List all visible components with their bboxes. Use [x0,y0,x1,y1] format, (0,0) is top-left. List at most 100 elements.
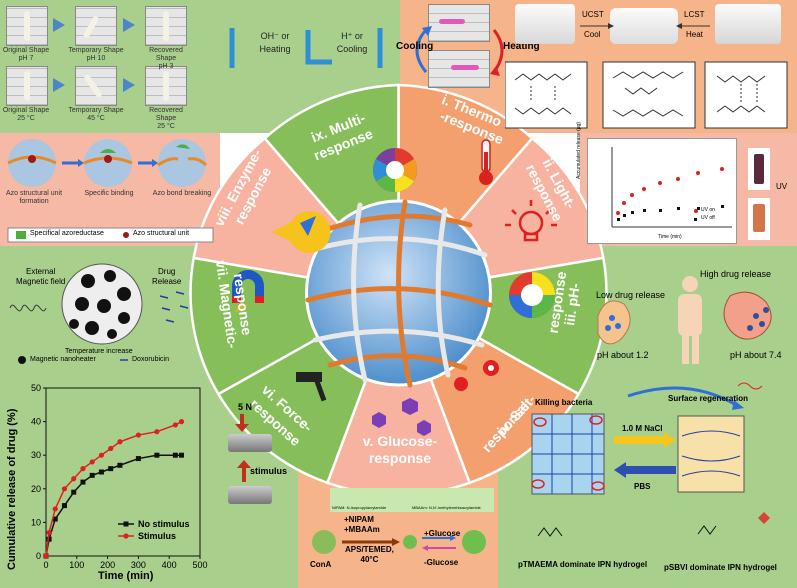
hydrogel-block-3 [715,4,781,44]
lcst-label: LCST [684,10,705,19]
shape-photo-3 [145,6,187,46]
force-device-icon [226,404,278,504]
data-point [98,452,105,458]
light-release-plot: Accumulated release (μg) Time (min) UV o… [576,122,737,244]
enzyme-step-3: Azo bond breaking [152,190,212,197]
data-point [43,553,49,559]
x-tick-label: 400 [162,560,177,570]
y-tick-label: 10 [31,517,41,527]
enzyme-legend-1: Specifical azoreductase [30,230,104,237]
y-tick-label: 0 [36,551,41,561]
shape-photo-6 [145,66,187,106]
legend-marker [123,521,129,527]
hydrogel-block-2 [610,8,678,44]
data-point [172,422,178,428]
hammer-icon [296,372,327,402]
hydrogel-block-1 [515,4,575,44]
legend-label: No stimulus [138,519,190,529]
low-release-label: Low drug release [596,290,666,300]
glucose-reaction-diagram [312,530,486,554]
glucose-hexagon-icon [372,398,431,436]
light-xlabel: Time (min) [658,234,682,240]
shape-transition-diagram [229,28,383,68]
data-point [108,445,114,452]
data-point [80,479,86,485]
cool-label: Cool [584,30,601,39]
reagents-label: +NIPAM+MBAAm [344,515,380,534]
light-sample-bottom [748,198,770,240]
minus-glucose-label: -Glucose [424,558,459,567]
label-glucose-2: response [369,450,431,466]
data-point [135,456,141,462]
molecular-structures [505,61,788,129]
y-tick-label: 20 [31,484,41,494]
thermo-photo-top [428,4,490,42]
arrow-right-icon [53,78,65,92]
heat-label: Heat [686,30,703,39]
data-point [108,466,114,472]
legend-label: Stimulus [138,531,176,541]
data-point [89,472,95,478]
data-point [135,432,141,438]
force-value: 5 N [238,402,253,412]
magnetic-legend-1: Magnetic nanoheater [30,356,96,363]
data-point [117,462,123,468]
magnetic-legend-2: Doxorubicin [132,356,169,363]
globe-fibers [305,199,493,388]
thermo-photo-bottom [428,50,490,88]
high-release-label: High drug release [700,269,772,279]
nipam-note: NIPAM: N-isopropylacrylamide [332,505,387,510]
data-point [154,429,160,435]
surface-label: Surface regeneration [668,394,749,403]
magnetic-diagram [9,263,189,364]
series-line-stimulus [45,420,182,557]
enzyme-step-1: Azo structural unit formation [5,190,63,205]
temperature-label: Temperature increase [65,348,133,355]
salt-diagram [531,382,770,537]
data-point [46,536,52,542]
x-tick-label: 200 [100,560,115,570]
data-point [52,516,58,522]
data-point [172,452,178,458]
y-tick-label: 50 [31,383,41,393]
color-wheel-icon [373,148,417,192]
heating-label: Heating [503,41,540,52]
killing-label: Killing bacteria [535,398,593,407]
legend-uv-on: UV on [701,207,715,213]
arrow-right-icon [53,18,65,32]
ph-diagram [597,276,772,364]
data-point [46,529,52,536]
light-bulb-icon [505,200,557,242]
chart-xlabel: Time (min) [98,570,154,582]
plus-glucose-label: +Glucose [424,529,461,538]
chart-ylabel: Cumulative release of drug (%) [6,408,18,570]
data-point [117,439,123,445]
ucst-label: UCST [582,10,604,19]
salt-icon [454,360,499,391]
arrow-right-icon [123,18,135,32]
magnet-icon [232,270,264,313]
shape-photo-4 [6,66,48,106]
x-tick-label: 300 [131,560,146,570]
x-tick-label: 100 [69,560,84,570]
pacman-enzyme-icon [272,211,331,253]
data-point [98,469,104,475]
data-point [61,486,68,492]
x-tick-label: 0 [43,560,48,570]
data-point [89,459,95,465]
data-point [71,476,77,482]
y-tick-label: 40 [31,417,41,427]
data-point [61,503,67,509]
shape-photo-5 [75,66,117,106]
legend-marker [123,533,129,539]
